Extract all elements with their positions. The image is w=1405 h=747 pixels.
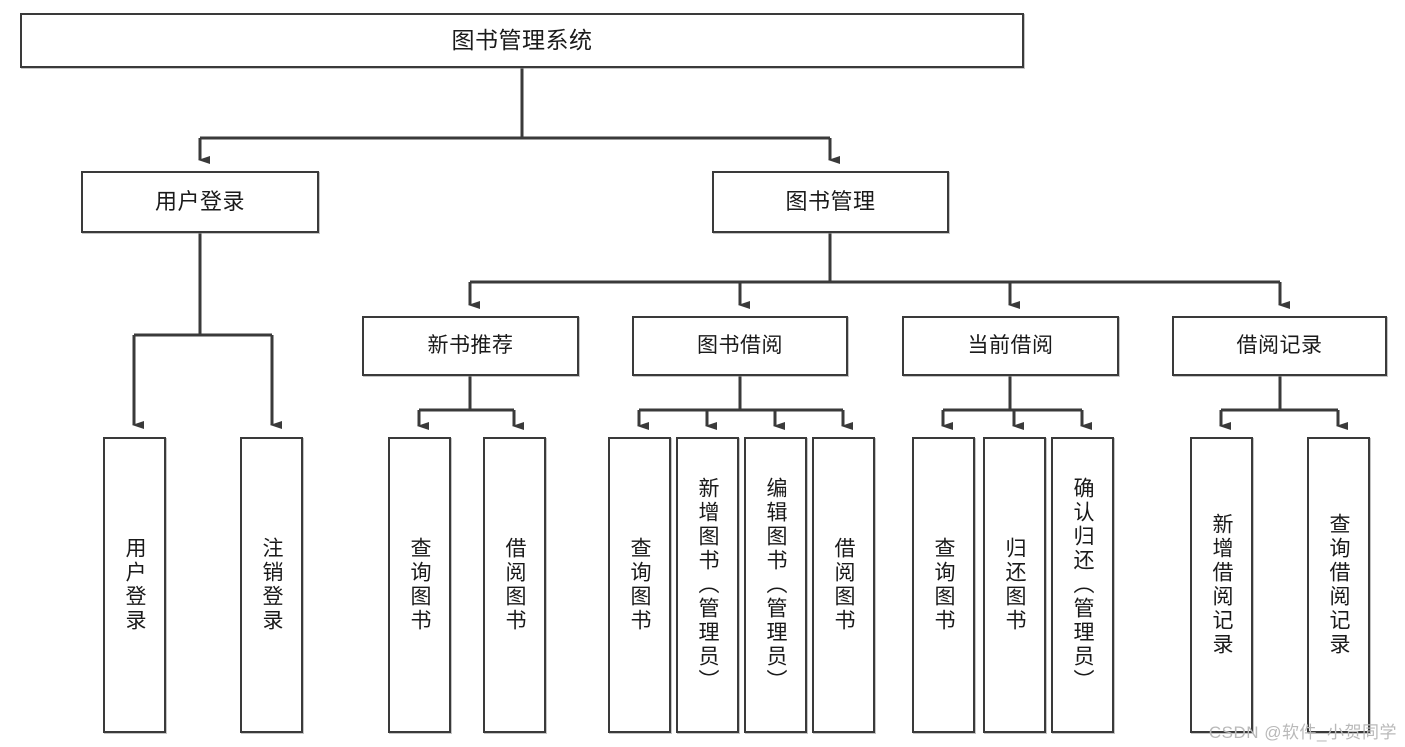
node-label: 用户登录	[154, 189, 245, 215]
node-leaf-borrow-book-2[interactable]: 借阅图书	[812, 437, 875, 733]
node-leaf-query-book-3[interactable]: 查询图书	[912, 437, 975, 733]
node-leaf-edit-book-admin[interactable]: 编辑图书（管理员）	[744, 437, 807, 733]
node-label: 查询图书	[408, 537, 432, 633]
node-leaf-add-borrow-record[interactable]: 新增借阅记录	[1190, 437, 1253, 733]
node-current-borrow[interactable]: 当前借阅	[902, 316, 1119, 376]
node-leaf-query-book-2[interactable]: 查询图书	[608, 437, 671, 733]
node-leaf-user-login[interactable]: 用户登录	[103, 437, 166, 733]
node-label: 编辑图书（管理员）	[764, 477, 788, 693]
node-label: 图书管理系统	[451, 26, 593, 53]
node-label: 用户登录	[123, 537, 147, 633]
node-label: 新书推荐	[427, 333, 514, 357]
node-new-book-recommend[interactable]: 新书推荐	[362, 316, 579, 376]
node-label: 注销登录	[260, 537, 284, 633]
node-leaf-query-borrow-record[interactable]: 查询借阅记录	[1307, 437, 1370, 733]
csdn-watermark: CSDN @软件_小贺同学	[1208, 723, 1397, 742]
node-book-borrow[interactable]: 图书借阅	[632, 316, 848, 376]
node-book-manage[interactable]: 图书管理	[712, 171, 949, 233]
node-label: 查询图书	[628, 537, 652, 633]
node-label: 新增借阅记录	[1210, 513, 1234, 657]
node-book-management-system[interactable]: 图书管理系统	[20, 13, 1024, 68]
node-leaf-return-book[interactable]: 归还图书	[983, 437, 1046, 733]
node-label: 图书借阅	[697, 333, 783, 357]
node-label: 图书管理	[785, 189, 876, 215]
node-user-login[interactable]: 用户登录	[81, 171, 319, 233]
node-label: 查询借阅记录	[1327, 513, 1351, 657]
node-label: 借阅记录	[1236, 333, 1323, 357]
node-leaf-confirm-return-admin[interactable]: 确认归还（管理员）	[1051, 437, 1114, 733]
node-label: 借阅图书	[832, 537, 856, 633]
node-label: 借阅图书	[503, 537, 527, 633]
node-leaf-borrow-book-1[interactable]: 借阅图书	[483, 437, 546, 733]
node-leaf-user-logout[interactable]: 注销登录	[240, 437, 303, 733]
node-label: 归还图书	[1003, 537, 1027, 633]
node-label: 确认归还（管理员）	[1071, 477, 1095, 693]
node-label: 新增图书（管理员）	[696, 477, 720, 693]
node-borrow-record[interactable]: 借阅记录	[1172, 316, 1387, 376]
node-label: 查询图书	[932, 537, 956, 633]
node-label: 当前借阅	[967, 333, 1054, 357]
node-leaf-add-book-admin[interactable]: 新增图书（管理员）	[676, 437, 739, 733]
node-leaf-query-book-1[interactable]: 查询图书	[388, 437, 451, 733]
